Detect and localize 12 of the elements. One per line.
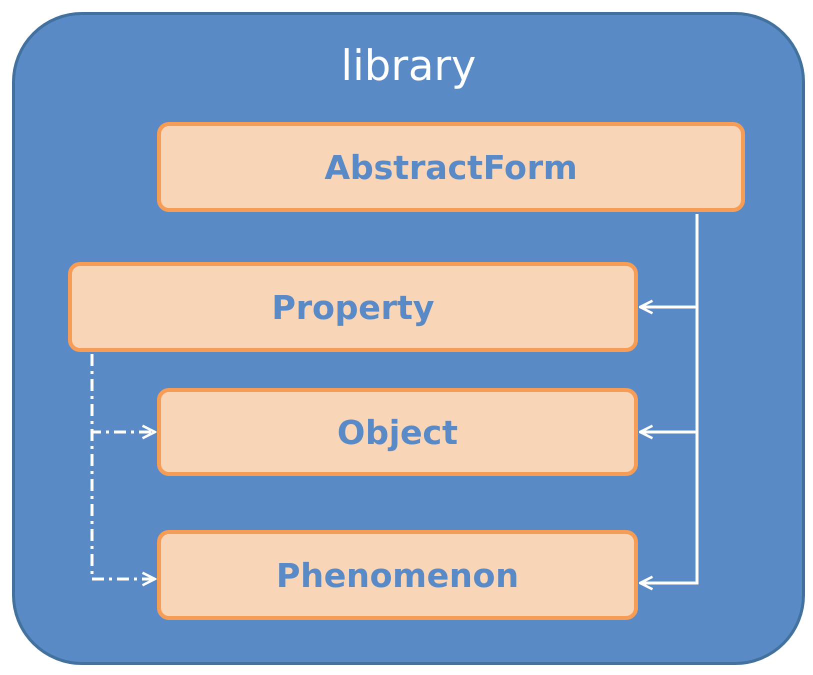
class-name: Property: [272, 288, 434, 326]
arrow: [638, 214, 698, 590]
class-box: [157, 122, 745, 212]
class-box: [157, 530, 638, 620]
class-box: [68, 262, 638, 352]
class-box: [157, 388, 638, 476]
class-name: Phenomenon: [276, 556, 519, 594]
arrow: [90, 354, 156, 586]
container-panel: [12, 12, 805, 665]
panel-title: library: [340, 41, 478, 90]
class-name: AbstractForm: [324, 148, 578, 186]
class-name: Object: [337, 412, 458, 452]
